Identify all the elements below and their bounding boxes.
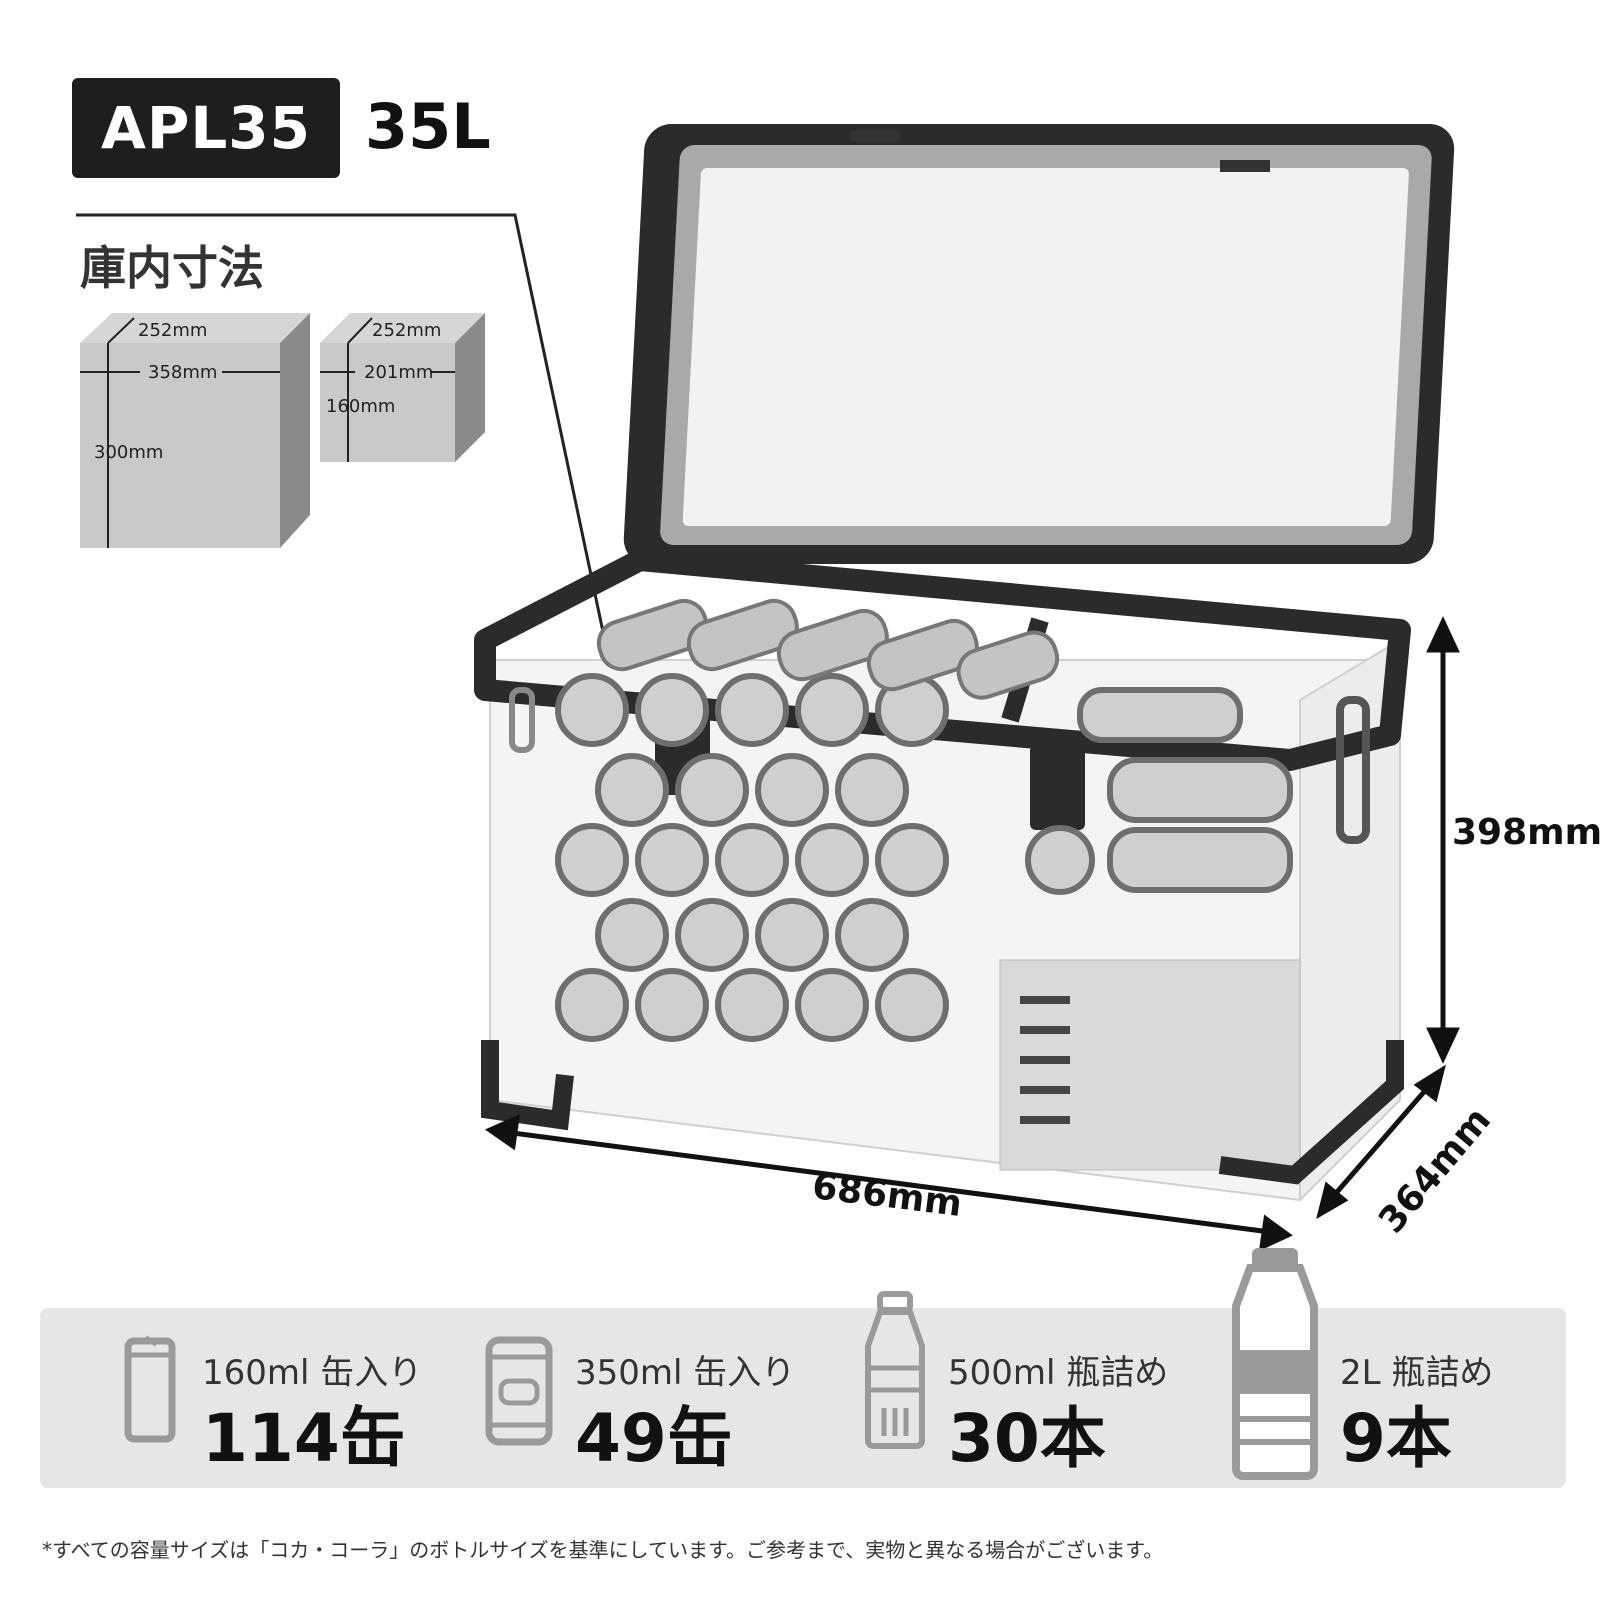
cans-top-row (596, 598, 1060, 700)
capacity-label-1: 160ml 缶入り (202, 1353, 423, 1393)
capacity-value-4: 9本 (1340, 1400, 1452, 1477)
small-depth-label: 252mm (372, 320, 442, 341)
capacity-value-1: 114缶 (202, 1400, 406, 1477)
model-badge: APL35 (72, 78, 340, 178)
cooler-lid (623, 124, 1455, 564)
main-depth-label: 252mm (138, 320, 208, 341)
large-bottle-icon (1232, 1248, 1318, 1480)
footnote: *すべての容量サイズは「コカ・コーラ」のボトルサイズを基準にしています。ご参考ま… (42, 1538, 1164, 1562)
main-compartment-cube (80, 313, 310, 548)
capacity-value-2: 49缶 (575, 1400, 733, 1477)
height-arrow (1426, 616, 1460, 1064)
can-icon (485, 1336, 553, 1446)
small-can-icon (124, 1335, 176, 1443)
main-height-label: 300mm (94, 442, 164, 463)
depth-arrow (1316, 1064, 1446, 1220)
interior-dimensions-title: 庫内寸法 (80, 241, 264, 295)
cans-group (555, 673, 1293, 1042)
capacity-label: 35L (365, 90, 491, 163)
small-height-label: 160mm (326, 396, 396, 417)
capacity-label-2: 350ml 缶入り (575, 1353, 796, 1393)
small-width-label: 201mm (364, 362, 434, 383)
cooler-illustration (474, 124, 1455, 1203)
illustration-layer (76, 124, 1460, 1252)
width-arrow (484, 1113, 1293, 1252)
small-compartment-cube (320, 313, 485, 462)
capacity-value-3: 30本 (948, 1400, 1106, 1477)
capacity-label-4: 2L 瓶詰め (1340, 1353, 1494, 1393)
bottle-icon (865, 1291, 925, 1449)
leader-line (76, 213, 612, 666)
exterior-height-label: 398mm (1452, 812, 1600, 853)
capacity-label-3: 500ml 瓶詰め (948, 1353, 1169, 1393)
main-width-label: 358mm (148, 362, 218, 383)
